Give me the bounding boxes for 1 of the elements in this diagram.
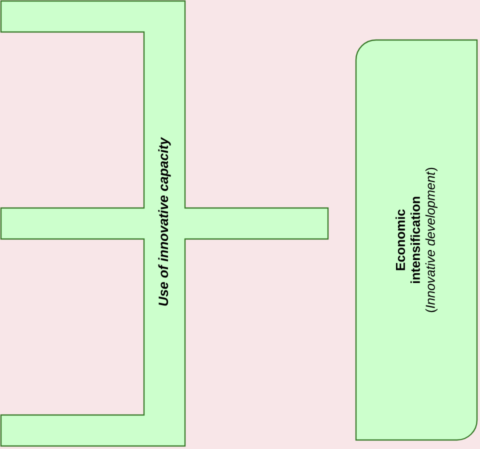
rounded-box: Economic intensification (Innovative development) <box>355 39 478 441</box>
